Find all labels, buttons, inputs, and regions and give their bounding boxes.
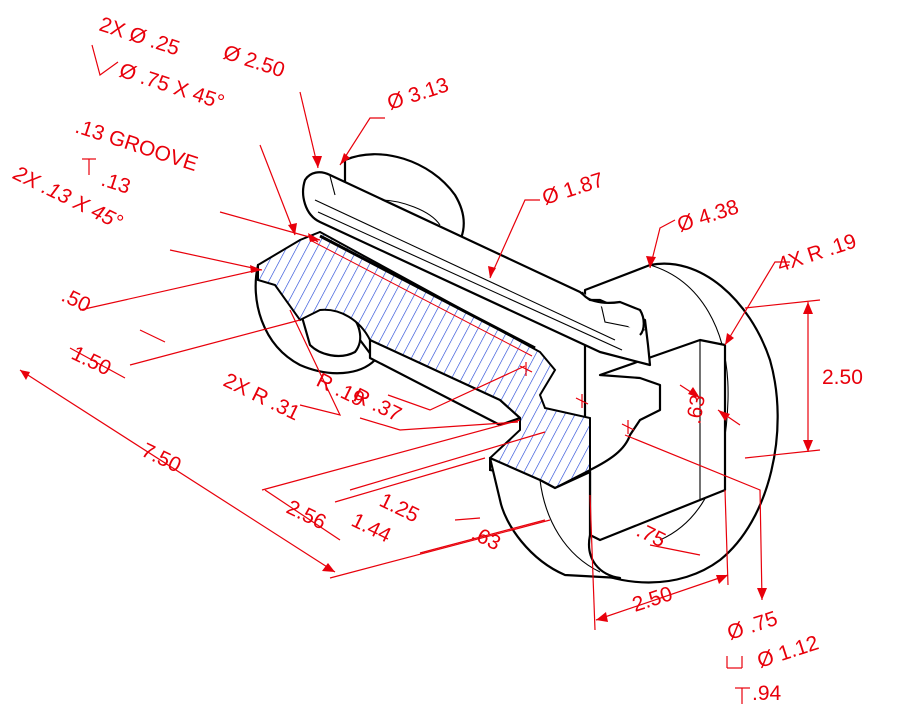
callout-groove: .13 GROOVE (72, 115, 200, 176)
dim-63-a: .63 (682, 393, 710, 426)
callout-cb-depth: .94 (752, 682, 782, 705)
dim-width-250: 2.50 (629, 582, 675, 617)
callout-groove-depth: .13 (98, 168, 133, 199)
dim-50: .50 (58, 284, 94, 317)
shaft (302, 171, 652, 367)
callout-holes-qty: 2X Ø .25 (96, 13, 182, 60)
dim-150: 1.50 (68, 342, 115, 381)
front-hub (488, 456, 622, 580)
dim-dia-250: Ø 2.50 (220, 41, 287, 82)
callout-countersink: Ø .75 X 45° (116, 59, 227, 114)
callout-cb-dia: Ø 1.12 (754, 631, 821, 672)
dim-dia-313: Ø 3.13 (384, 73, 451, 114)
dim-dia-438: Ø 4.38 (674, 195, 741, 236)
dim-height-250: 2.50 (822, 366, 863, 389)
part-body (254, 153, 779, 584)
dim-r-31: 2X R .31 (220, 369, 304, 425)
dim-dia-187: Ø 1.87 (539, 168, 606, 209)
dim-r-19: R .19 (313, 369, 368, 412)
dim-63-b: .63 (468, 522, 504, 555)
dim-rad-4x: 4X R .19 (774, 230, 859, 277)
callout-cb-hole: Ø .75 (724, 607, 780, 645)
